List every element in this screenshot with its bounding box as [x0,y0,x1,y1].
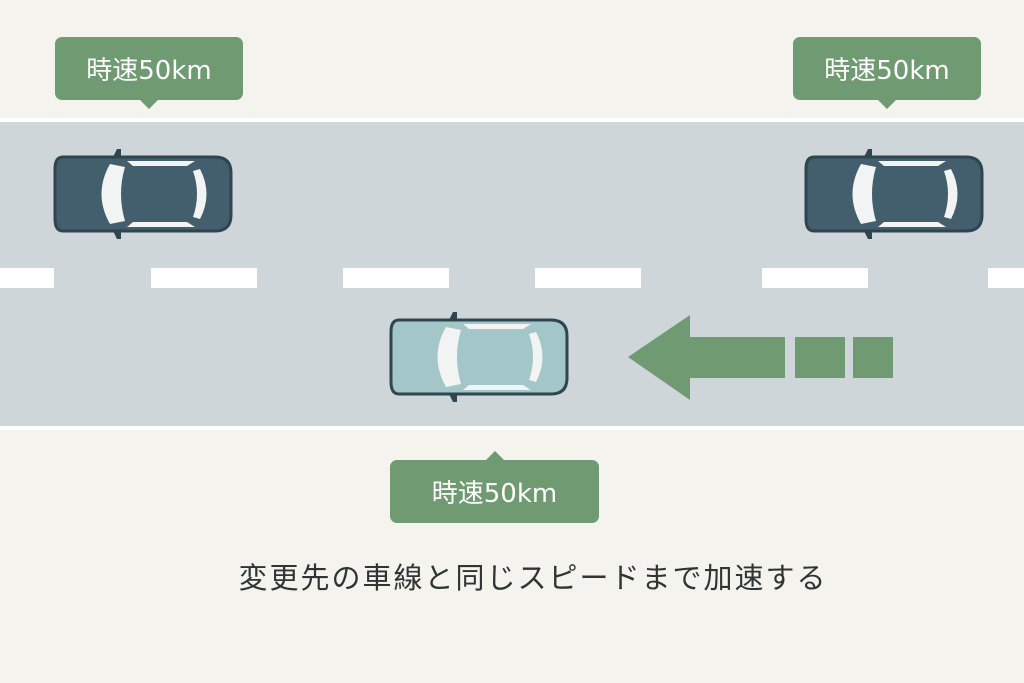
speed-label-top-left: 時速50km [55,37,243,109]
caption: 変更先の車線と同じスピードまで加速する [238,561,828,595]
lane-dash [151,268,257,288]
traffic-car-right [804,147,984,241]
lane-dash [762,268,868,288]
lane-dash [988,268,1024,288]
road-edge-bottom [0,426,1024,430]
merging-car [389,310,569,404]
speed-label-top-right: 時速50km [793,37,981,109]
lane-divider [0,268,1024,288]
acceleration-arrow-icon [628,315,893,400]
speed-label-merging-car: 時速50km [390,451,599,523]
lane-dash [535,268,641,288]
traffic-car-left [53,147,233,241]
road-edge-top [0,118,1024,122]
lane-dash [343,268,449,288]
lane-dash [0,268,54,288]
